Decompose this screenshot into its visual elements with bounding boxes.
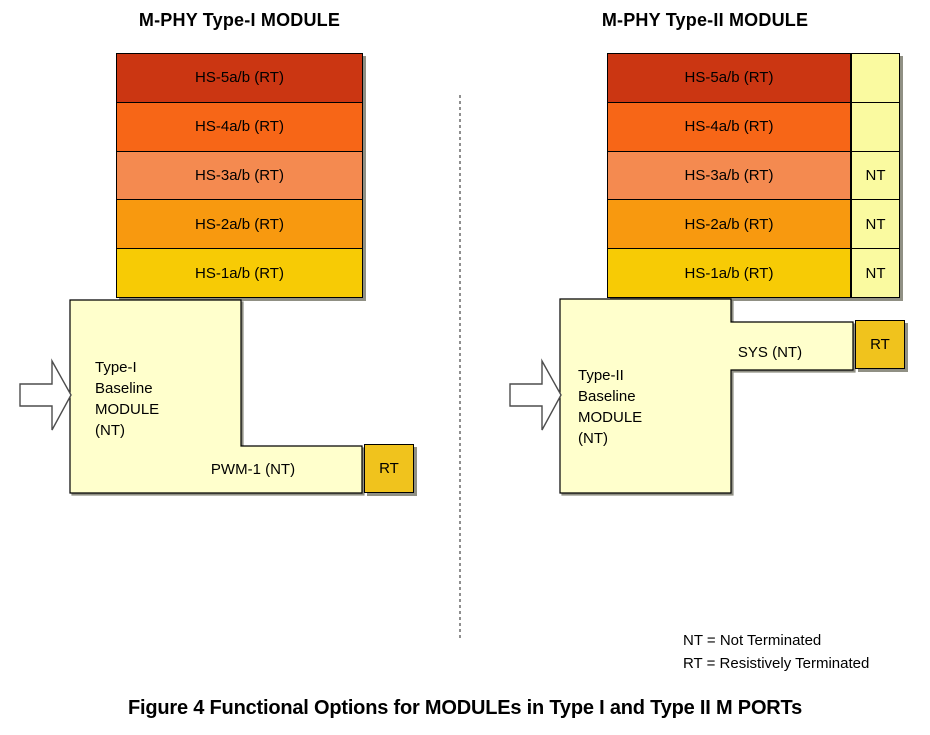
sidebox-hs2-label: NT — [865, 215, 886, 233]
sys-label: SYS (NT) — [737, 344, 803, 361]
bar-hs1-left: HS-1a/b (RT) — [116, 248, 363, 298]
bar-hs2-left: HS-2a/b (RT) — [116, 199, 363, 250]
left-rt-box: RT — [364, 444, 414, 493]
bar-hs3-left: HS-3a/b (RT) — [116, 150, 363, 201]
left-module-line2: Baseline — [95, 380, 153, 397]
left-rt-box-label: RT — [379, 460, 399, 477]
bar-hs4-right: HS-4a/b (RT) — [607, 101, 851, 152]
right-module-line2: Baseline — [578, 388, 636, 405]
bar-hs4-left: HS-4a/b (RT) — [116, 101, 363, 152]
bar-hs1-right-label: HS-1a/b (RT) — [684, 264, 774, 282]
bar-hs2-right: HS-2a/b (RT) — [607, 199, 851, 250]
right-module-text: Type-II Baseline MODULE (NT) — [578, 365, 642, 449]
sidebox-hs3-label: NT — [865, 166, 886, 184]
right-baseline-module-shape — [559, 298, 854, 494]
pwm1-label: PWM-1 (NT) — [210, 461, 296, 478]
right-termination-column: NT NT NT — [851, 53, 900, 298]
bar-hs5-right: HS-5a/b (RT) — [607, 53, 851, 103]
left-baseline-module-shape — [69, 299, 363, 494]
right-module-title: M-PHY Type-II MODULE — [601, 10, 809, 30]
bar-hs5-right-label: HS-5a/b (RT) — [684, 69, 774, 87]
bar-hs4-right-label: HS-4a/b (RT) — [684, 118, 774, 136]
sidebox-hs5 — [851, 53, 900, 103]
sidebox-hs3: NT — [851, 150, 900, 201]
bar-hs1-right: HS-1a/b (RT) — [607, 248, 851, 298]
bar-hs3-right: HS-3a/b (RT) — [607, 150, 851, 201]
right-module-line4: (NT) — [578, 430, 608, 447]
sidebox-hs1: NT — [851, 248, 900, 298]
bar-hs5-left-label: HS-5a/b (RT) — [195, 69, 284, 87]
sidebox-hs1-label: NT — [865, 264, 886, 282]
left-block-arrow-icon — [19, 358, 72, 431]
right-rt-box: RT — [855, 320, 905, 369]
left-module-text: Type-I Baseline MODULE (NT) — [95, 357, 159, 441]
right-baseline-module-polygon — [559, 298, 854, 494]
right-block-arrow-icon — [509, 358, 562, 431]
bar-hs2-right-label: HS-2a/b (RT) — [684, 215, 774, 233]
bar-hs3-left-label: HS-3a/b (RT) — [195, 166, 284, 184]
figure-caption: Figure 4 Functional Options for MODULEs … — [127, 697, 802, 719]
sidebox-hs4 — [851, 101, 900, 152]
bar-hs2-left-label: HS-2a/b (RT) — [195, 215, 284, 233]
left-baseline-module-polygon — [69, 299, 363, 494]
bar-hs4-left-label: HS-4a/b (RT) — [195, 118, 284, 136]
bar-hs3-right-label: HS-3a/b (RT) — [684, 166, 774, 184]
left-module-line1: Type-I — [95, 359, 137, 376]
right-module-line1: Type-II — [578, 367, 624, 384]
right-hs-stack: HS-5a/b (RT) HS-4a/b (RT) HS-3a/b (RT) H… — [607, 53, 851, 298]
bar-hs5-left: HS-5a/b (RT) — [116, 53, 363, 103]
left-hs-stack: HS-5a/b (RT) HS-4a/b (RT) HS-3a/b (RT) H… — [116, 53, 363, 298]
divider-dashed-line — [459, 95, 461, 640]
bar-hs1-left-label: HS-1a/b (RT) — [195, 264, 284, 282]
legend-rt-line: RT = Resistively Terminated — [683, 655, 870, 672]
left-module-line4: (NT) — [95, 422, 125, 439]
legend-nt-line: NT = Not Terminated — [683, 632, 822, 649]
sidebox-hs2: NT — [851, 199, 900, 250]
right-module-line3: MODULE — [578, 409, 643, 426]
termination-legend: NT = Not Terminated RT = Resistively Ter… — [683, 629, 869, 675]
right-rt-box-label: RT — [870, 336, 890, 353]
left-module-line3: MODULE — [95, 401, 160, 418]
left-module-title: M-PHY Type-I MODULE — [138, 10, 341, 30]
